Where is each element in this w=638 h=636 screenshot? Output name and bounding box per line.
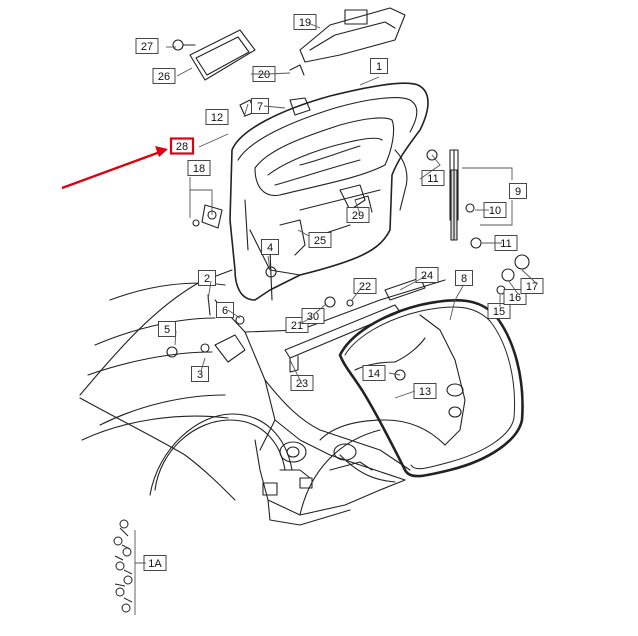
callout-label: 7 [257, 101, 263, 113]
callout-label: 16 [509, 292, 521, 304]
callout-label: 8 [461, 273, 467, 285]
callout-16: 16 [503, 289, 527, 305]
callout-box [216, 302, 234, 318]
callout-label: 1 [376, 61, 382, 73]
callout-label: 17 [526, 281, 538, 293]
callout-6: 6 [216, 302, 234, 318]
body-structure [79, 7, 530, 526]
callout-25: 25 [308, 232, 332, 248]
callout-label: 1A [148, 558, 162, 570]
callout-label: 24 [421, 270, 433, 282]
callout-box [455, 270, 473, 286]
callout-box [205, 109, 229, 125]
callout-28: 28 [169, 137, 195, 155]
callout-18: 18 [187, 160, 211, 176]
callout-box [152, 68, 176, 84]
callout-label: 30 [307, 311, 319, 323]
callout-10: 10 [483, 202, 507, 218]
callout-box [370, 58, 388, 74]
callout-label: 9 [515, 186, 521, 198]
callout-label: 19 [299, 17, 311, 29]
tailgate-window [254, 117, 395, 197]
callout-label: 22 [359, 281, 371, 293]
plate [189, 29, 256, 81]
callout-label: 5 [164, 324, 170, 336]
callout-label: 18 [193, 163, 205, 175]
callout-label: 15 [493, 306, 505, 318]
callout-label: 20 [258, 69, 270, 81]
callout-box [191, 366, 209, 382]
callout-label: 28 [176, 141, 188, 153]
callout-label: 10 [489, 205, 501, 217]
callout-layer: 1234567891011111213141516171819202122232… [135, 14, 544, 571]
callout-box [520, 278, 544, 294]
callout-box [261, 239, 279, 255]
callout-5: 5 [158, 321, 176, 337]
body-outline [79, 397, 236, 501]
callout-19: 19 [293, 14, 317, 30]
callout-label: 25 [314, 235, 326, 247]
callout-box [293, 14, 317, 30]
fastener-kit [113, 519, 133, 613]
callout-label: 3 [197, 369, 203, 381]
callout-box [187, 160, 211, 176]
callout-label: 2 [204, 273, 210, 285]
callout-label: 11 [500, 238, 511, 250]
callout-26: 26 [152, 68, 176, 84]
callout-box [169, 137, 195, 155]
tailgate-panel [229, 82, 429, 301]
callout-label: 6 [222, 305, 228, 317]
callout-label: 4 [267, 242, 273, 254]
callout-label: 26 [158, 71, 170, 83]
callout-14: 14 [362, 365, 386, 381]
callout-label: 12 [211, 112, 223, 124]
highlight-arrow [61, 146, 168, 190]
callout-label: 11 [427, 173, 438, 185]
callout-label: 27 [141, 41, 153, 53]
callout-label: 21 [291, 320, 303, 332]
callout-4: 4 [261, 239, 279, 255]
spoiler [299, 7, 406, 63]
wheel-arch [154, 419, 286, 491]
callout-8: 8 [455, 270, 473, 286]
callout-27: 27 [135, 38, 159, 54]
callout-22: 22 [353, 278, 377, 294]
callout-15: 15 [487, 303, 511, 319]
callout-1A: 1A [143, 555, 167, 571]
leader-lines [134, 21, 537, 615]
callout-box [158, 321, 176, 337]
callout-1: 1 [370, 58, 388, 74]
callout-2: 2 [198, 270, 216, 286]
callout-11a: 11 [421, 170, 445, 186]
door-seal [338, 299, 524, 478]
body-outline [79, 269, 233, 396]
callout-box [135, 38, 159, 54]
callout-12: 12 [205, 109, 229, 125]
callout-9: 9 [509, 183, 527, 199]
callout-24: 24 [415, 267, 439, 283]
callout-13: 13 [413, 383, 437, 399]
callout-17: 17 [520, 278, 544, 294]
callout-label: 14 [368, 368, 380, 380]
callout-box [509, 183, 527, 199]
callout-29: 29 [346, 207, 370, 223]
callout-box [308, 232, 332, 248]
callout-label: 13 [419, 386, 431, 398]
callout-3: 3 [191, 366, 209, 382]
callout-label: 29 [352, 210, 364, 222]
callout-box [487, 303, 511, 319]
callout-box [362, 365, 386, 381]
